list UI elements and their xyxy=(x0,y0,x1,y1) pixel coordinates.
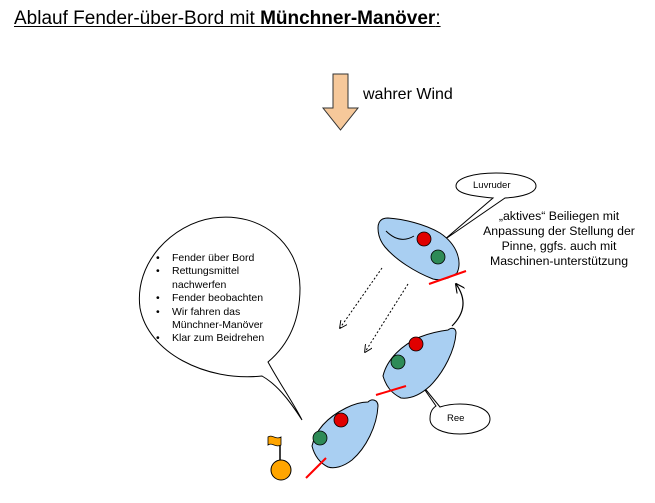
wind-arrow xyxy=(321,73,360,131)
boat-hull-2 xyxy=(382,327,457,399)
speech-item: Fender beobachten xyxy=(150,292,280,306)
boom-1 xyxy=(385,230,415,240)
title-prefix: Ablauf Fender-über-Bord mit xyxy=(14,8,261,29)
ree-callout-shape xyxy=(417,379,491,435)
boat-bottom xyxy=(305,399,379,479)
speech-item: Wir fahren das Münchner-Manöver xyxy=(150,306,280,333)
wind-label: wahrer Wind xyxy=(363,86,453,103)
fender-icon xyxy=(270,459,292,481)
port-light-1 xyxy=(416,231,432,247)
drift-arrow-1 xyxy=(340,267,383,328)
speech-item: Rettungsmittel nachwerfen xyxy=(150,265,280,292)
starboard-light-1 xyxy=(430,249,446,265)
port-light-2 xyxy=(408,336,424,352)
speech-item: Klar zum Beidrehen xyxy=(150,332,280,346)
page-title: Ablauf Fender-über-Bord mit Münchner-Man… xyxy=(14,8,441,30)
fender-marker xyxy=(267,435,292,481)
boat-hull-1 xyxy=(377,217,460,281)
fender-flag xyxy=(267,435,282,447)
speech-bubble-list: Fender über Bord Rettungsmittel nachwerf… xyxy=(150,252,280,346)
boat-hove-to xyxy=(377,217,467,285)
tiller-1 xyxy=(428,270,467,285)
title-suffix: : xyxy=(435,8,441,29)
title-bold: Münchner-Manöver xyxy=(260,8,436,29)
port-light-3 xyxy=(333,412,349,428)
tiller-2 xyxy=(375,385,407,396)
speech-item: Fender über Bord xyxy=(150,252,280,266)
boat-hull-3 xyxy=(311,399,379,469)
starboard-light-3 xyxy=(312,430,328,446)
drift-arrow-2 xyxy=(365,283,409,352)
luvruder-callout-shape xyxy=(443,172,537,241)
hove-to-note: „aktives“ Beiliegen mit Anpassung der St… xyxy=(483,209,635,268)
boat-middle xyxy=(375,327,457,399)
turn-arrow xyxy=(451,284,463,327)
ree-label: Ree xyxy=(447,413,465,424)
tiller-3 xyxy=(305,457,327,479)
starboard-light-2 xyxy=(390,354,406,370)
luvruder-label: Luvruder xyxy=(473,180,511,191)
